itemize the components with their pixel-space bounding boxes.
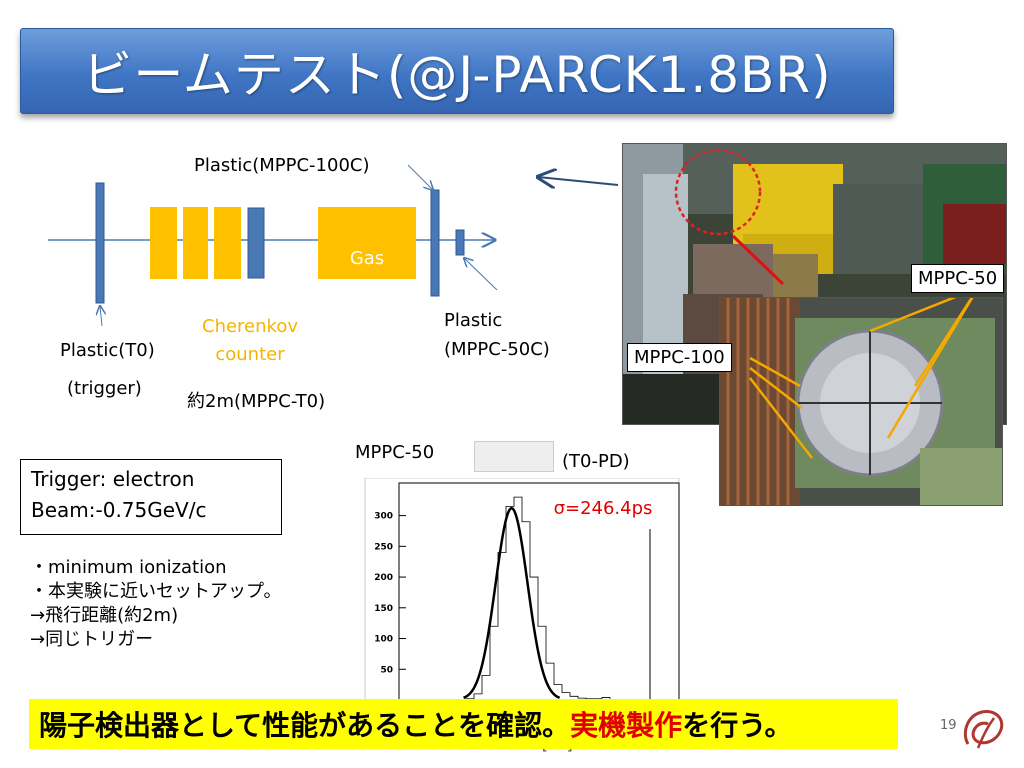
t0-pointer-arrow [100, 306, 102, 327]
beam-info-box: Trigger: electron Beam:-0.75GeV/c [20, 459, 282, 535]
y-tick-label: 250 [374, 542, 393, 552]
university-logo-icon [963, 710, 1004, 749]
counter-plastic-bar [247, 207, 265, 279]
y-tick-label: 200 [374, 573, 393, 583]
mppc-50c-line-2: (MPPC-50C) [444, 339, 550, 360]
histogram-label-t0-pd: (T0-PD) [562, 451, 630, 472]
y-tick-label: 50 [380, 665, 393, 675]
bullet-item: ・本実験に近いセットアップ。 [30, 581, 282, 602]
sigma-value: σ=246.4ps [544, 487, 662, 529]
callout-mppc-50: MPPC-50 [911, 264, 1005, 293]
mppc-50-callout-line [869, 298, 957, 333]
mppc-50c-line-1: Plastic [444, 310, 503, 331]
conclusion-emphasis: 実機製作 [570, 709, 683, 742]
page-number: 19 [940, 718, 957, 733]
label-gas: Gas [349, 248, 385, 269]
red-pointer-line [731, 234, 785, 286]
gaussian-fit-curve [463, 506, 561, 700]
t0-plastic-bar [95, 182, 105, 304]
trigger-line: Trigger: electron [31, 467, 195, 491]
highlight-circle [674, 148, 762, 236]
conclusion-banner: 陽子検出器として性能があることを確認。実機製作を行う。 [29, 699, 898, 749]
conclusion-text-2: を行う。 [682, 709, 793, 742]
histogram-stats-box [474, 441, 554, 472]
cherenkov-line-1: Cherenkov [202, 316, 298, 337]
histogram-frame [398, 482, 680, 700]
mppc-100c-bar [430, 189, 440, 297]
cherenkov-block [214, 207, 241, 279]
title-banner: ビームテスト(@J-PARCK1.8BR) [20, 28, 894, 114]
histogram-label-mppc-50: MPPC-50 [355, 442, 435, 463]
cherenkov-block [183, 207, 208, 279]
detector-photo [719, 297, 1003, 506]
callout-mppc-100: MPPC-100 [627, 343, 732, 372]
mppc-50c-bar [455, 229, 465, 256]
gas-block [318, 207, 416, 279]
label-plastic-mppc-100c: Plastic(MPPC-100C) [194, 155, 370, 176]
label-distance: 約2m(MPPC-T0) [187, 391, 326, 412]
cherenkov-block [150, 207, 177, 279]
mppc-50c-pointer-arrow [464, 258, 498, 291]
mppc-100-callout-line [749, 356, 801, 388]
detector-photo-image [720, 298, 1002, 505]
label-trigger: (trigger) [67, 378, 142, 399]
cherenkov-line-2: counter [215, 344, 285, 365]
mppc-100c-pointer-arrow [407, 164, 433, 190]
histogram-bins [442, 496, 642, 700]
y-tick-label: 300 [374, 512, 393, 522]
bullet-item: →同じトリガー [30, 629, 154, 650]
label-plastic-mppc-50c: Plastic (MPPC-50C) [444, 306, 550, 364]
conclusion-text-1: 陽子検出器として性能があることを確認。 [39, 709, 571, 742]
bullet-list: ・minimum ionization ・本実験に近いセットアップ。 →飛行距離… [30, 556, 281, 652]
slide-title: ビームテスト(@J-PARCK1.8BR) [82, 46, 832, 104]
y-tick-label: 150 [374, 604, 393, 614]
photo-link-arrow [538, 177, 619, 185]
bullet-item: ・minimum ionization [30, 557, 227, 578]
bullet-item: →飛行距離(約2m) [30, 605, 179, 626]
beam-line: Beam:-0.75GeV/c [31, 498, 207, 522]
label-cherenkov-counter: Cherenkov counter [186, 313, 314, 369]
y-tick-label: 100 [374, 635, 393, 645]
label-plastic-t0: Plastic(T0) [60, 340, 155, 361]
